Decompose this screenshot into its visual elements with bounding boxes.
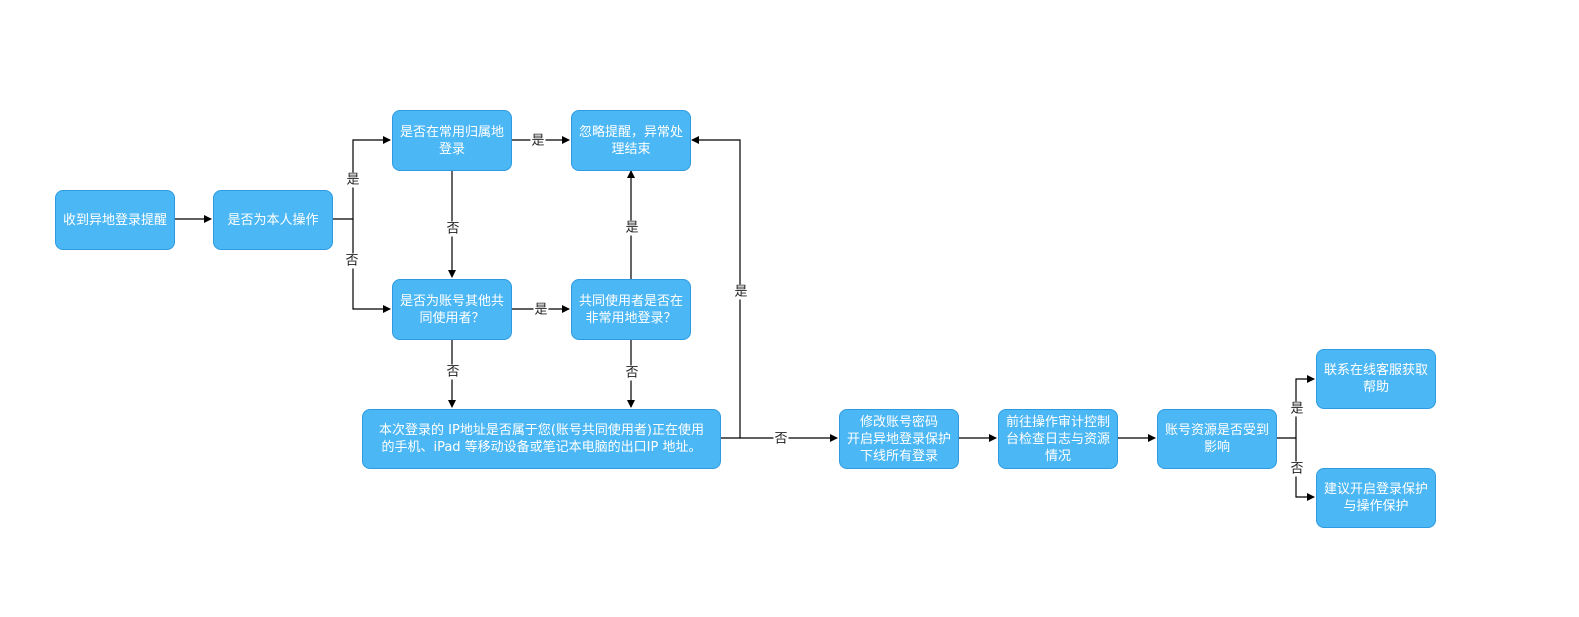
edge-self-to-couser: [352, 219, 391, 313]
node-audit: 前往操作审计控制 台检查日志与资源 情况: [998, 409, 1118, 469]
node-ip-check: 本次登录的 IP地址是否属于您(账号共同使用者)正在使用 的手机、iPad 等移…: [362, 409, 721, 469]
node-suggest: 建议开启登录保护 与操作保护: [1316, 468, 1436, 528]
label-self-no: 否: [344, 253, 360, 269]
node-co-user: 是否为账号其他共 同使用者？: [392, 279, 512, 340]
label-affected-no: 否: [1289, 461, 1305, 477]
node-ignore: 忽略提醒，异常处 理结束: [571, 110, 691, 171]
label-usual-yes: 是: [530, 133, 546, 149]
label-co-no: 否: [445, 364, 461, 380]
label-unusual-yes: 是: [624, 220, 640, 236]
node-co-user-unusual: 共同使用者是否在 非常用地登录？: [571, 279, 691, 340]
label-self-yes: 是: [345, 172, 361, 188]
node-change-pwd: 修改账号密码 开启异地登录保护 下线所有登录: [839, 409, 959, 469]
node-alert: 收到异地登录提醒: [55, 190, 175, 250]
label-unusual-no: 否: [624, 365, 640, 381]
node-contact: 联系在线客服获取 帮助: [1316, 349, 1436, 409]
label-co-yes: 是: [533, 302, 549, 318]
label-usual-no: 否: [445, 221, 461, 237]
label-affected-yes: 是: [1289, 401, 1305, 417]
label-ip-no: 否: [773, 431, 789, 447]
edge-self-to-usual: [333, 136, 391, 220]
node-self-op: 是否为本人操作: [213, 190, 333, 250]
node-affected: 账号资源是否受到 影响: [1157, 409, 1277, 469]
label-ip-yes: 是: [733, 284, 749, 300]
edge-affected-to-suggest: [1295, 438, 1315, 501]
node-usual-place: 是否在常用归属地 登录: [392, 110, 512, 171]
